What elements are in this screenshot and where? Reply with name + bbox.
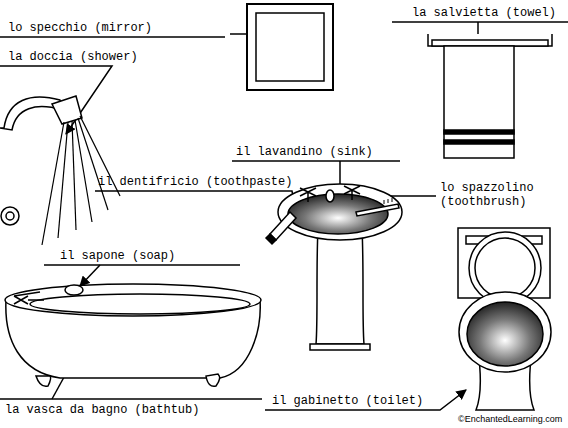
shower — [0, 96, 120, 245]
part-label: lo spazzolino (toothbrush) — [440, 181, 540, 209]
watermark: ©EnchantedLearning.com — [458, 414, 562, 425]
sink — [266, 184, 402, 350]
part-label: il gabinetto (toilet) — [272, 394, 423, 408]
toilet — [458, 228, 551, 410]
mirror — [247, 4, 333, 90]
part-label: il lavandino (sink) — [236, 145, 373, 159]
part-label: il sapone (soap) — [60, 249, 175, 263]
towel — [428, 34, 552, 158]
part-label: la salvietta (towel) — [412, 6, 556, 20]
part-label: la doccia (shower) — [8, 50, 138, 64]
part-label: la vasca da bagno (bathtub) — [5, 403, 199, 417]
part-label: il dentifricio (toothpaste) — [98, 175, 292, 189]
part-label: lo specchio (mirror) — [8, 21, 152, 35]
bathtub — [5, 284, 261, 386]
